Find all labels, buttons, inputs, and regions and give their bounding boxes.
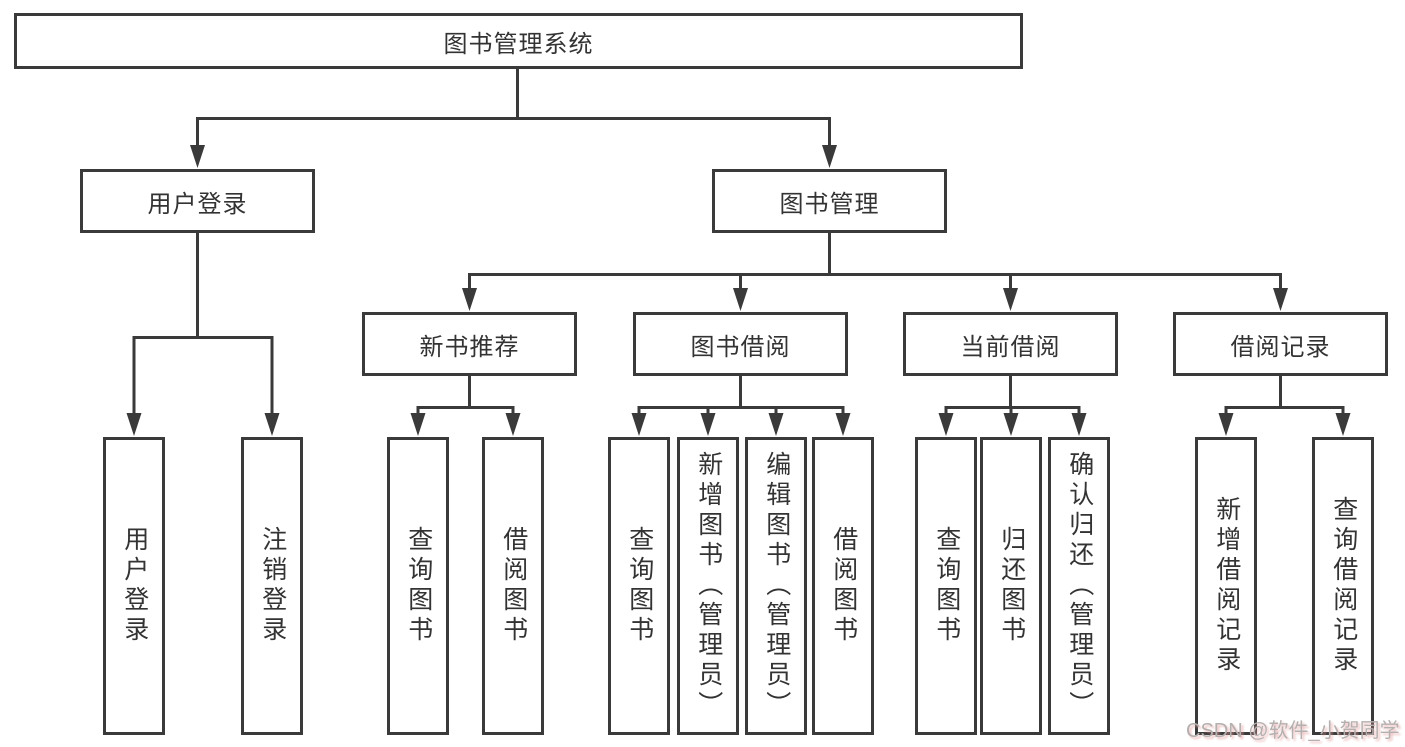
leaf-label: 新增图书（管理员）: [694, 451, 723, 721]
node-book-management: 图书管理: [712, 169, 947, 233]
leaf-label: 查询图书: [625, 526, 654, 646]
node-user-login: 用户登录: [80, 169, 315, 233]
leaf-borrow-books: 借阅图书: [812, 437, 874, 735]
leaf-label: 查询图书: [404, 526, 433, 646]
node-current-borrow: 当前借阅: [903, 312, 1118, 376]
leaf-user-login: 用户登录: [103, 437, 165, 735]
leaf-label: 查询图书: [932, 526, 961, 646]
leaf-label: 借阅图书: [499, 526, 528, 646]
node-borrow-records: 借阅记录: [1173, 312, 1388, 376]
node-book-borrow: 图书借阅: [633, 312, 848, 376]
leaf-label: 确认归还（管理员）: [1065, 451, 1094, 721]
leaf-query-books-recommend: 查询图书: [387, 437, 449, 735]
leaf-query-books-current: 查询图书: [915, 437, 977, 735]
leaf-logout: 注销登录: [241, 437, 303, 735]
leaf-borrow-books-recommend: 借阅图书: [482, 437, 544, 735]
leaf-edit-book-admin: 编辑图书（管理员）: [745, 437, 807, 735]
node-library-system: 图书管理系统: [14, 13, 1023, 69]
leaf-label: 用户登录: [120, 526, 149, 646]
leaf-label: 新增借阅记录: [1212, 496, 1241, 676]
leaf-add-borrow-record: 新增借阅记录: [1195, 437, 1257, 735]
leaf-label: 查询借阅记录: [1329, 496, 1358, 676]
leaf-return-book: 归还图书: [980, 437, 1042, 735]
leaf-label: 编辑图书（管理员）: [762, 451, 791, 721]
leaf-query-borrow-record: 查询借阅记录: [1312, 437, 1374, 735]
leaf-label: 归还图书: [997, 526, 1026, 646]
leaf-label: 借阅图书: [829, 526, 858, 646]
watermark: CSDN @软件_小贺同学: [1186, 720, 1400, 742]
leaf-label: 注销登录: [258, 526, 287, 646]
node-new-book-recommend: 新书推荐: [362, 312, 577, 376]
leaf-confirm-return-admin: 确认归还（管理员）: [1048, 437, 1110, 735]
leaf-add-book-admin: 新增图书（管理员）: [677, 437, 739, 735]
leaf-query-books-borrow: 查询图书: [608, 437, 670, 735]
